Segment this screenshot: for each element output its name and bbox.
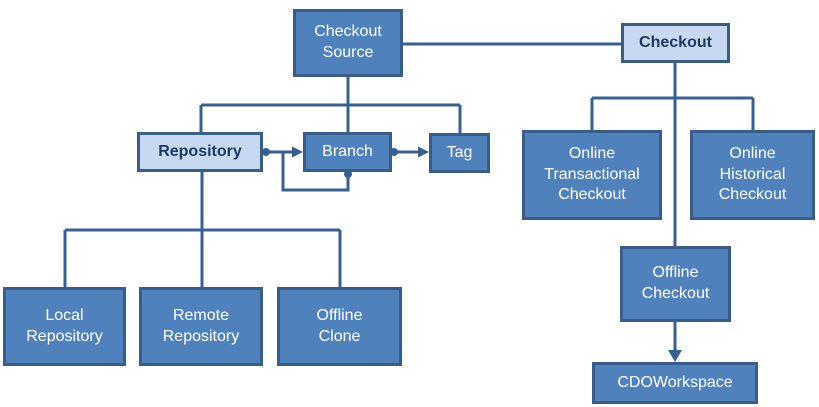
node-offline-checkout: Offline Checkout	[620, 246, 731, 322]
node-remote-repository: Remote Repository	[139, 287, 263, 366]
arrowhead-branch-icon	[292, 146, 303, 158]
node-repository: Repository	[137, 132, 263, 172]
node-online-transactional-checkout: Online Transactional Checkout	[522, 130, 662, 220]
edge-branch-self-loop	[281, 152, 350, 192]
node-local-repository: Local Repository	[3, 287, 126, 366]
node-offline-clone: Offline Clone	[277, 287, 402, 366]
node-checkout-source: Checkout Source	[293, 9, 403, 77]
arrowhead-tag-icon	[418, 146, 429, 158]
node-tag: Tag	[429, 133, 490, 173]
containment-dot-branch-self	[344, 170, 352, 178]
node-branch: Branch	[303, 132, 392, 172]
containment-dot-repository	[262, 148, 270, 156]
node-checkout: Checkout	[621, 23, 730, 63]
node-cdoworkspace: CDOWorkspace	[592, 362, 758, 404]
containment-dot-branch	[390, 148, 398, 156]
arrowhead-cdoworkspace-icon	[668, 350, 682, 362]
node-online-historical-checkout: Online Historical Checkout	[690, 130, 815, 220]
